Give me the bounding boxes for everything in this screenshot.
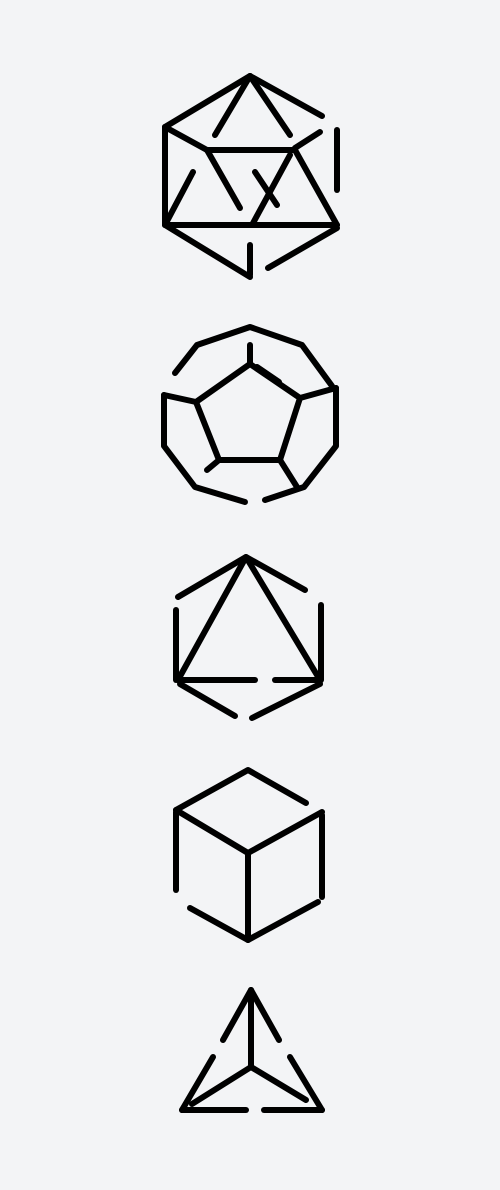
cube-icon (0, 760, 500, 960)
dodecahedron-icon (0, 300, 500, 530)
octahedron-icon (0, 540, 500, 740)
icosahedron-icon (0, 60, 500, 290)
tetrahedron-icon (0, 975, 500, 1145)
